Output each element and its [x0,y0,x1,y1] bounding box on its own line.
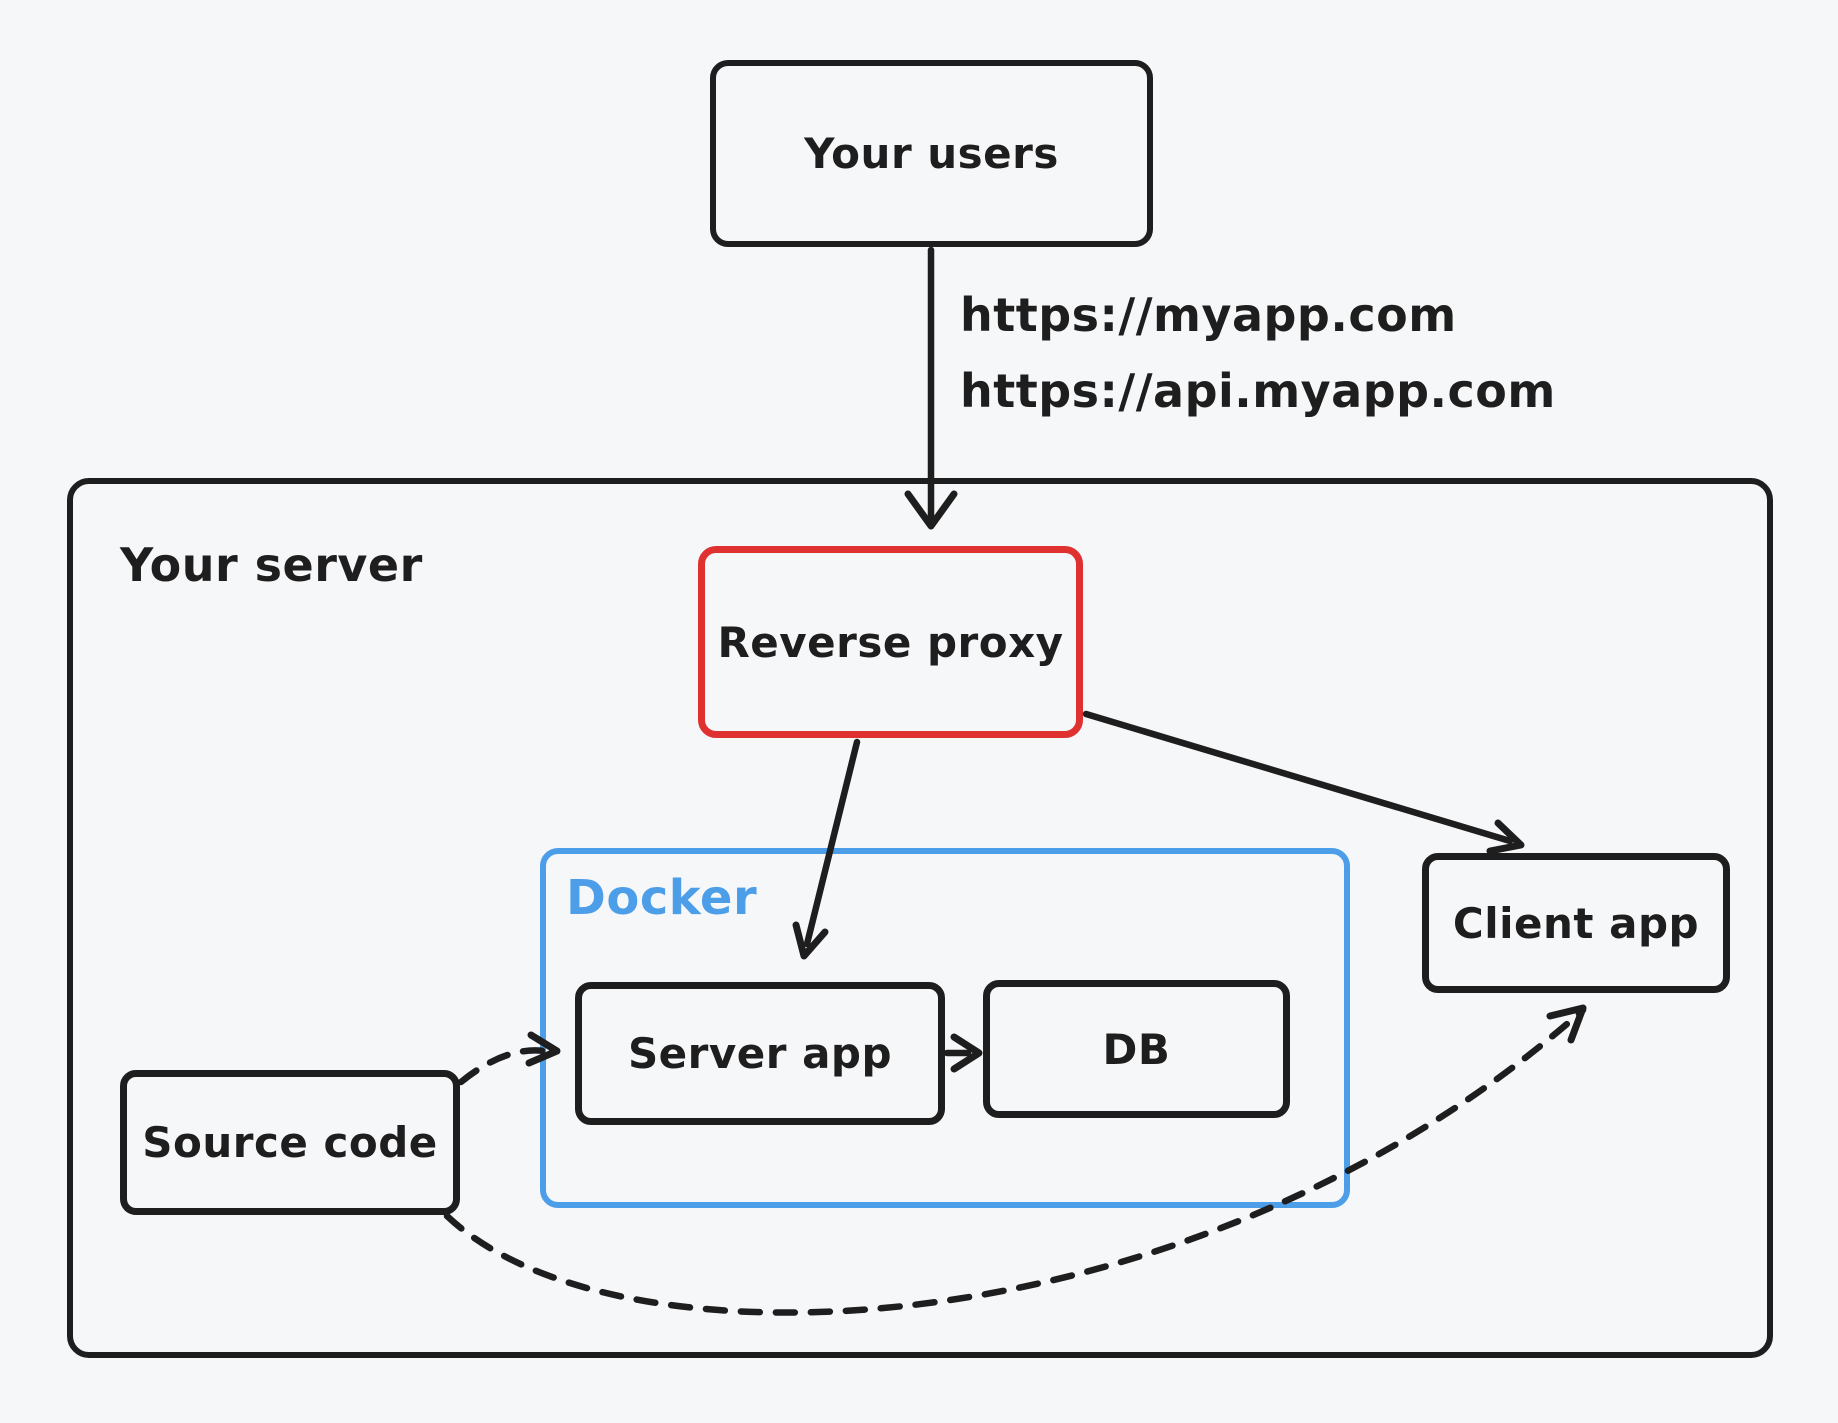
edge-label-url-api: https://api.myapp.com [960,364,1556,418]
node-your-users-label: Your users [804,129,1059,178]
container-your-server [67,478,1773,1358]
node-client-app-label: Client app [1452,898,1700,948]
node-db: DB [983,980,1290,1118]
node-source-code-label: Source code [142,1118,438,1167]
node-source-code: Source code [120,1070,460,1215]
node-server-app: Server app [575,982,945,1125]
container-docker-label: Docker [566,870,758,926]
node-your-users: Your users [710,60,1153,247]
edge-label-url-primary: https://myapp.com [960,288,1457,342]
node-server-app-label: Server app [627,1029,893,1078]
node-reverse-proxy-label: Reverse proxy [717,617,1064,667]
node-reverse-proxy: Reverse proxy [698,546,1083,738]
node-db-label: DB [1102,1024,1171,1074]
node-client-app: Client app [1422,853,1730,993]
container-your-server-label: Your server [120,538,423,592]
